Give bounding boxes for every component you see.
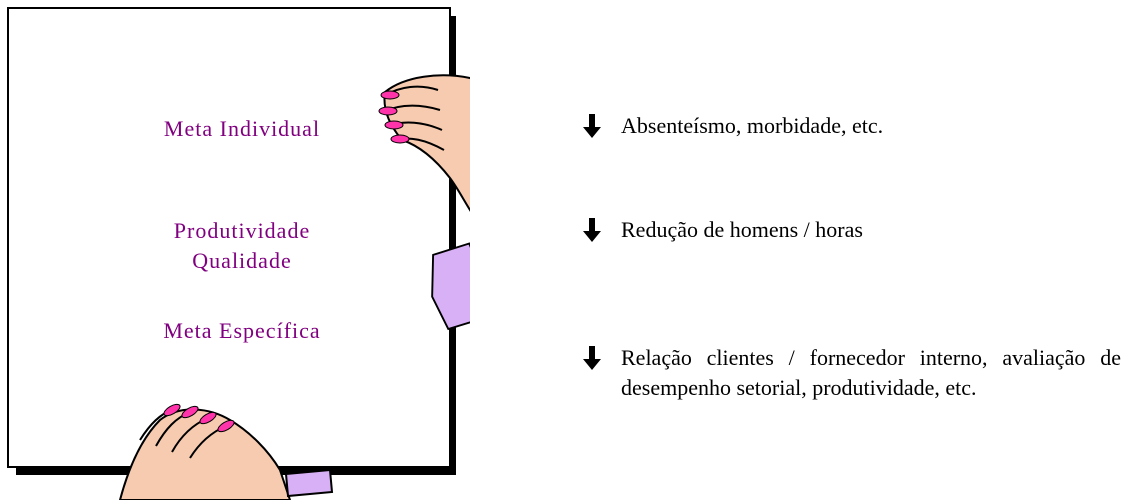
down-arrow-icon [583,114,601,138]
bullet-list: Absenteísmo, morbidade, etc. Redução de … [580,0,1123,500]
bullet-item-text: Relação clientes / fornecedor interno, a… [621,345,1121,400]
signboard-graphic [7,7,470,500]
bullet-item-text: Absenteísmo, morbidade, etc. [621,113,884,138]
bullet-item-text: Redução de homens / horas [621,217,863,242]
board-label-produtividade-qualidade: Produtividade Qualidade [37,216,447,276]
down-arrow-icon [583,346,601,370]
bottom-hand-icon [118,403,334,500]
board-label-meta-individual: Meta Individual [163,116,321,141]
board-label-meta-especifica: Meta Específica [163,318,321,343]
bullet-item: Absenteísmo, morbidade, etc. [580,111,1120,141]
bullet-item: Relação clientes / fornecedor interno, a… [580,343,1121,403]
down-arrow-icon [583,218,601,242]
bullet-item: Redução de homens / horas [580,215,1120,245]
signboard: Meta Individual Produtividade Qualidade … [0,0,470,500]
board-label-produtividade: Produtividade [173,218,311,243]
right-hand-icon [378,74,470,331]
board-label-qualidade: Qualidade [192,248,292,273]
